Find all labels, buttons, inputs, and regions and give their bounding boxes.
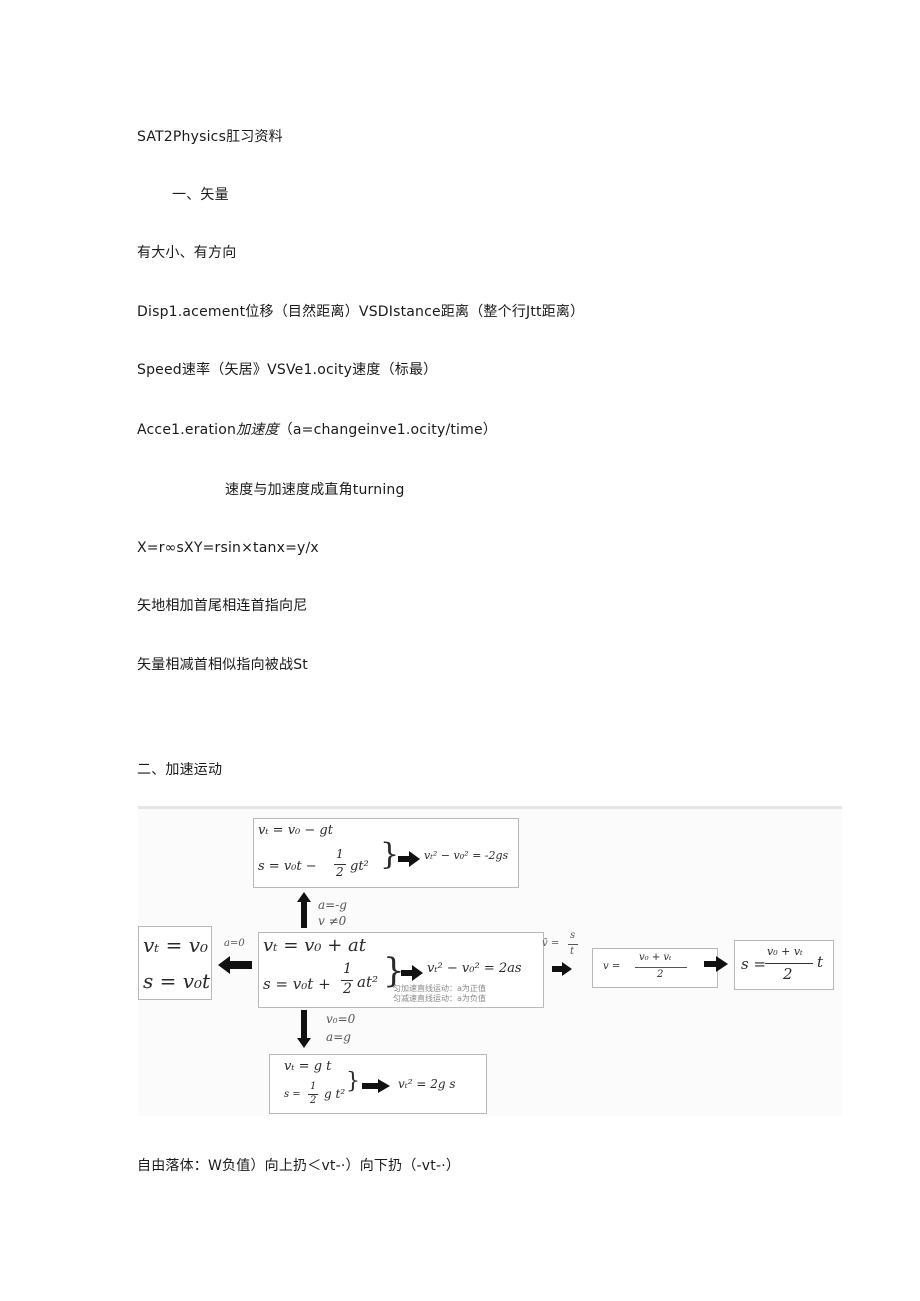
text-line-1: 有大小、有方向	[137, 245, 237, 261]
top-eq-displacement: s = v₀t −	[258, 859, 317, 874]
text-line-4: Acce1.eration加速度（a=changeinve1.ocity/tim…	[137, 421, 497, 439]
bottom-result: vₜ² = 2g s	[398, 1077, 456, 1091]
avg-condition-bar	[568, 944, 578, 945]
bottom-eq-frac-den: 2	[310, 1095, 317, 1106]
right-equation-box: s = v₀ + vₜ 2 t	[734, 940, 834, 990]
text-line-3: Speed速率（矢居》VSVe1.ocity速度（标最）	[137, 362, 438, 378]
center-note-decel: 匀减速直线运动：a为负值	[393, 994, 486, 1003]
diagram-top-border	[138, 806, 842, 809]
left-condition: a=0	[224, 938, 245, 949]
left-arrow-icon	[218, 956, 252, 974]
center-eq-frac-bar	[341, 980, 353, 981]
center-eq-tail: at²	[357, 973, 378, 991]
center-eq-displacement: s = v₀t +	[263, 975, 331, 993]
center-result: vₜ² − v₀² = 2as	[427, 961, 522, 976]
bottom-eq-displacement: s =	[284, 1089, 301, 1100]
center-eq-frac-den: 2	[343, 981, 352, 997]
top-equation-box: vₜ = v₀ − gt s = v₀t − 1 2 gt² } vₜ² − v…	[253, 818, 519, 888]
avg-velocity-box: v = v₀ + vₜ 2	[592, 948, 718, 988]
section-heading-vectors: 一、矢量	[172, 187, 229, 203]
up-condition-a: a=-g	[318, 898, 347, 912]
avg-condition-num: s	[570, 930, 576, 941]
bottom-equation-box: vₜ = g t s = 1 2 g t² } vₜ² = 2g s	[269, 1054, 487, 1114]
section-heading-acceleration: 二、加速运动	[137, 762, 223, 778]
top-arrow-right-icon	[398, 851, 420, 867]
center-equation-box: vₜ = v₀ + at s = v₀t + 1 2 at² } vₜ² − v…	[258, 932, 544, 1008]
bottom-eq-tail: g t²	[324, 1087, 346, 1101]
right-tail: t	[817, 953, 824, 971]
center-note-accel: 匀加速直线运动：a为正值	[393, 984, 486, 993]
bottom-eq-velocity: vₜ = g t	[284, 1059, 332, 1074]
document-title: SAT2Physics肛习资料	[137, 129, 283, 145]
top-eq-frac-bar	[334, 864, 346, 865]
avg-bar	[635, 967, 687, 968]
down-condition-v: v₀=0	[326, 1012, 356, 1026]
left-equation-box: vₜ = v₀ s = v₀t	[138, 926, 212, 1000]
right-num: v₀ + vₜ	[767, 945, 803, 958]
right-bar	[765, 963, 813, 964]
kinematics-diagram: vₜ = v₀ − gt s = v₀t − 1 2 gt² } vₜ² − v…	[138, 806, 842, 1116]
top-result: vₜ² − v₀² = -2gs	[424, 849, 509, 862]
bottom-arrow-right-icon	[362, 1079, 390, 1093]
avg-den: 2	[657, 969, 664, 980]
top-brace: }	[380, 837, 400, 872]
bottom-eq-frac-bar	[308, 1094, 318, 1095]
left-eq-velocity: vₜ = v₀	[143, 933, 209, 957]
center-arrow-right-icon	[401, 965, 423, 981]
top-eq-frac-den: 2	[336, 865, 344, 879]
right-arrow-icon	[704, 956, 728, 972]
right-lhs: s =	[741, 955, 767, 973]
avg-condition-lhs: v̄ =	[542, 938, 560, 949]
avg-arrow-right-icon	[552, 962, 572, 976]
avg-lhs: v =	[603, 961, 621, 972]
top-eq-tail: gt²	[350, 859, 369, 874]
left-eq-displacement: s = v₀t	[143, 969, 211, 993]
text-line-8: 矢量相减首相似指向被战St	[137, 657, 308, 673]
center-brace: }	[383, 951, 405, 991]
bottom-brace: }	[346, 1069, 360, 1094]
text-line-4-term: Acce1.eration	[137, 422, 237, 438]
down-arrow-icon	[297, 1010, 311, 1048]
right-den: 2	[783, 965, 793, 983]
text-line-6: X=r∞sXY=rsin×tanx=y∕x	[137, 540, 319, 556]
text-line-4-italic: 加速度	[236, 422, 279, 438]
up-arrow-icon	[297, 892, 311, 928]
text-line-2: Disp1.acement位移（目然距离）VSDIstance距离（整个行Jtt…	[137, 304, 585, 320]
top-eq-frac-num: 1	[336, 847, 344, 861]
center-eq-frac-num: 1	[343, 961, 352, 977]
avg-condition-den: t	[570, 946, 575, 957]
center-eq-velocity: vₜ = v₀ + at	[263, 935, 367, 956]
text-line-7: 矢地相加首尾相连首指向尼	[137, 598, 308, 614]
down-condition-a: a=g	[326, 1030, 351, 1044]
top-eq-velocity: vₜ = v₀ − gt	[258, 823, 333, 838]
text-line-4-formula: （a=changeinve1.ocity/time）	[278, 422, 497, 438]
avg-num: v₀ + vₜ	[639, 952, 672, 963]
text-line-5: 速度与加速度成直角turning	[225, 482, 405, 498]
footer-line-free-fall: 自由落体：W负值）向上扔＜vt-·）向下扔（-vt-·）	[137, 1158, 461, 1174]
bottom-eq-frac-num: 1	[310, 1081, 317, 1092]
up-condition-v: v ≠0	[318, 914, 347, 928]
